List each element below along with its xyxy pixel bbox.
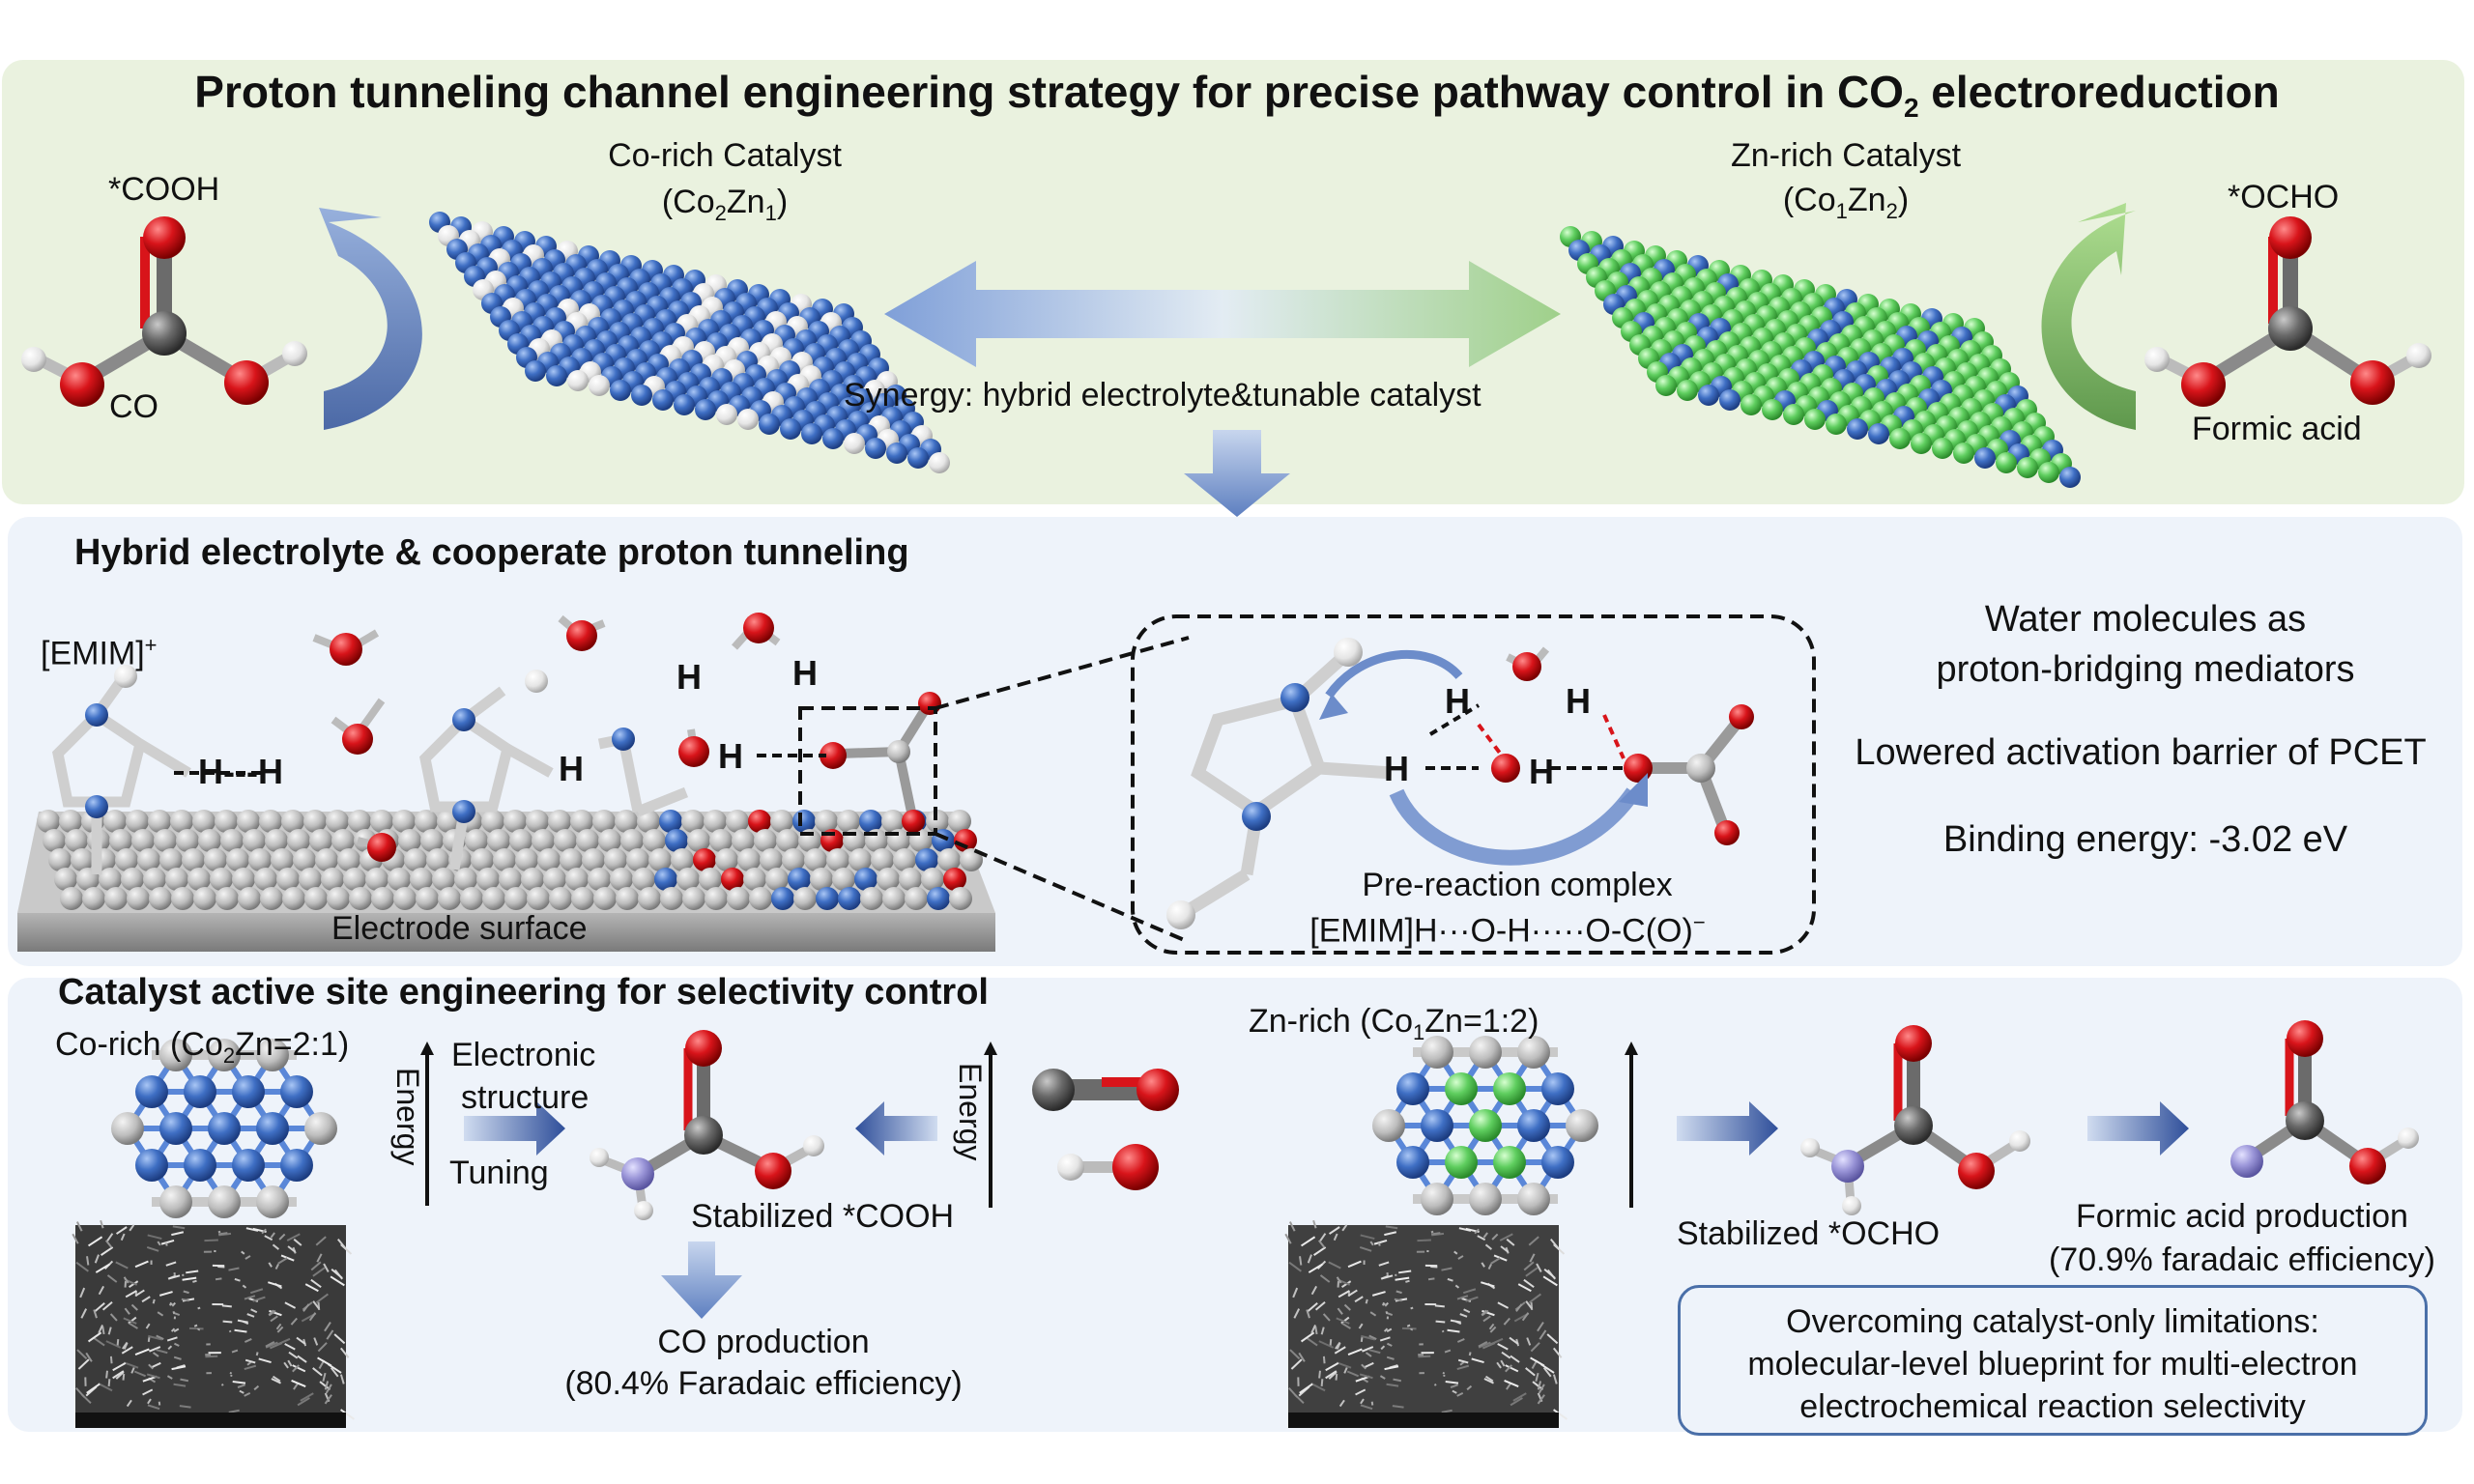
formic-production-label: Formic acid production bbox=[2076, 1198, 2408, 1235]
water-mediator-line2: proton-bridging mediators bbox=[1936, 649, 2355, 690]
electrode-slab-front bbox=[17, 913, 995, 952]
cooh-molecule bbox=[21, 216, 307, 407]
conclusion-line3: electrochemical reaction selectivity bbox=[1799, 1388, 2306, 1425]
water-mediator-line1: Water molecules as bbox=[1984, 599, 2307, 640]
tuning-label: Tuning bbox=[449, 1155, 549, 1191]
synergy-label: Synergy: hybrid electrolyte&tunable cata… bbox=[844, 377, 1482, 414]
zn-rich-lattice bbox=[1372, 1036, 1598, 1215]
zoom-box bbox=[798, 706, 937, 836]
co-rich-lattice bbox=[111, 1039, 337, 1218]
arrow-to-ocho bbox=[1677, 1101, 1778, 1156]
down-arrow bbox=[1184, 430, 1290, 517]
curved-arrow-left bbox=[319, 208, 422, 430]
energy-label-mid: Energy bbox=[953, 1063, 988, 1161]
curved-arrow-right bbox=[2041, 203, 2136, 430]
h-label-1: H bbox=[559, 749, 584, 788]
figure-title: Proton tunneling channel engineering str… bbox=[194, 67, 2280, 124]
middle-heading: Hybrid electrolyte & cooperate proton tu… bbox=[74, 532, 909, 573]
inset-complex bbox=[1166, 638, 1754, 929]
co-rich-catalyst-slab bbox=[429, 212, 950, 473]
electrode-atoms bbox=[37, 810, 983, 910]
h-label-4: H bbox=[718, 736, 743, 776]
pre-reaction-label: Pre-reaction complex bbox=[1362, 867, 1673, 903]
arrow-to-formic bbox=[2087, 1101, 2189, 1156]
energy-label-left: Energy bbox=[390, 1068, 425, 1166]
zn-rich-ratio-label: Zn-rich (Co1Zn=1:2) bbox=[1249, 1003, 1539, 1044]
conclusion-box: Overcoming catalyst-only limitations: mo… bbox=[1678, 1285, 2428, 1436]
inset-frame bbox=[1131, 614, 1816, 955]
conclusion-line2: molecular-level blueprint for multi-elec… bbox=[1747, 1346, 2358, 1383]
zoom-line-top bbox=[935, 636, 1190, 710]
h-label-3: H bbox=[792, 653, 818, 693]
water-molecules bbox=[312, 613, 781, 862]
bottom-heading: Catalyst active site engineering for sel… bbox=[58, 972, 989, 1013]
stabilized-ocho-label: Stabilized *OCHO bbox=[1677, 1215, 1941, 1252]
arrow-to-co bbox=[661, 1241, 742, 1319]
zn-rich-catalyst-slab bbox=[1560, 226, 2081, 488]
bottom-section-graphics bbox=[72, 1020, 2419, 1428]
conclusion-line1: Overcoming catalyst-only limitations: bbox=[1786, 1303, 2319, 1340]
co-rich-ratio-label: Co-rich (Co2Zn=2:1) bbox=[55, 1026, 350, 1068]
co-label: CO bbox=[109, 388, 158, 425]
structure-label: structure bbox=[461, 1079, 590, 1116]
sem-image-right bbox=[1284, 1219, 1568, 1428]
inset-h-2: H bbox=[1566, 681, 1591, 721]
ocho-stabilized-molecule bbox=[1800, 1025, 2030, 1215]
co-production-label: CO production bbox=[657, 1324, 870, 1360]
cooh-stabilized-molecule bbox=[590, 1030, 824, 1220]
binding-energy-label: Binding energy: -3.02 eV bbox=[1942, 819, 2348, 860]
h-label-2: H bbox=[676, 657, 702, 697]
emim-cation-3 bbox=[597, 733, 689, 817]
zoom-line-bottom bbox=[935, 832, 1190, 944]
top-section-graphics bbox=[21, 203, 2431, 517]
formic-acid-molecule bbox=[2230, 1020, 2419, 1184]
inset-h-1: H bbox=[1445, 681, 1470, 721]
middle-section-graphics bbox=[17, 613, 1816, 955]
co2-molecule bbox=[1032, 1069, 1179, 1111]
co-faradaic-efficiency: (80.4% Faradaic efficiency) bbox=[564, 1365, 963, 1402]
inset-h-3: H bbox=[1384, 749, 1409, 788]
electrode-surface-label: Electrode surface bbox=[331, 910, 588, 947]
pcet-barrier-label: Lowered activation barrier of PCET bbox=[1855, 732, 2427, 773]
inset-h-4: H bbox=[1529, 752, 1554, 791]
sem-image-left bbox=[72, 1219, 356, 1428]
ocho-label: *OCHO bbox=[2228, 179, 2340, 215]
synergy-double-arrow bbox=[884, 261, 1561, 367]
zn-rich-catalyst-title: Zn-rich Catalyst bbox=[1730, 137, 1962, 174]
formic-faradaic-efficiency: (70.9% faradaic efficiency) bbox=[2048, 1241, 2435, 1278]
h-h-label: H---H bbox=[198, 752, 283, 791]
co-rich-catalyst-formula: (Co2Zn1) bbox=[661, 184, 789, 225]
formate-on-surface bbox=[820, 692, 941, 833]
cooh-label: *COOH bbox=[108, 171, 220, 208]
co-rich-catalyst-title: Co-rich Catalyst bbox=[608, 137, 842, 174]
emim-label: [EMIM]+ bbox=[41, 633, 158, 672]
complex-formula: [EMIM]H···O-H·····O-C(O)− bbox=[1309, 910, 1706, 950]
formic-acid-label: Formic acid bbox=[2192, 411, 2362, 447]
zn-rich-catalyst-formula: (Co1Zn2) bbox=[1782, 182, 1910, 223]
oh-molecule bbox=[1057, 1144, 1159, 1190]
stabilized-cooh-label: Stabilized *COOH bbox=[691, 1198, 955, 1235]
arrow-tuning bbox=[464, 1101, 565, 1156]
arrow-to-cooh bbox=[855, 1101, 937, 1156]
electronic-label: Electronic bbox=[451, 1037, 596, 1073]
ocho-molecule bbox=[2144, 216, 2431, 407]
